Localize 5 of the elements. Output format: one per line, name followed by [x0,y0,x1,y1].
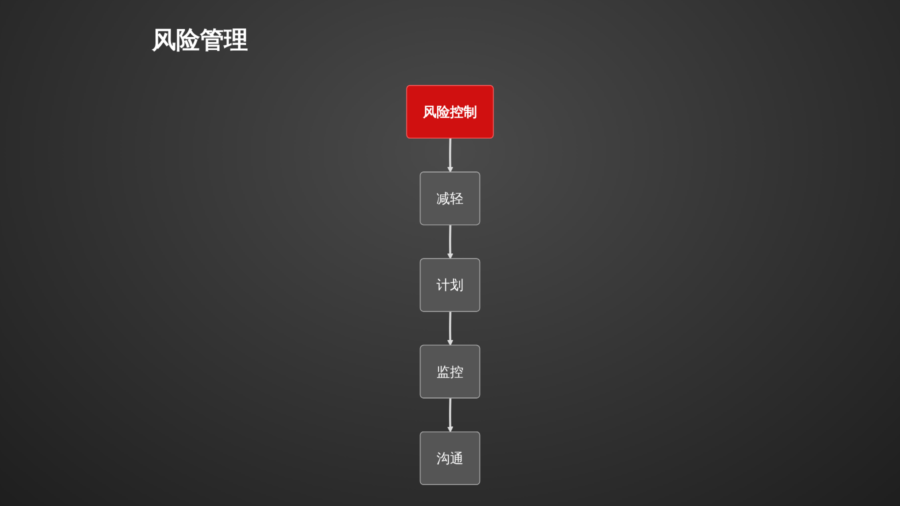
diagram-title: 风险管理 [152,25,248,56]
arrow [447,398,454,432]
arrow [447,138,454,173]
arrow [447,225,454,260]
arrow [447,312,454,346]
